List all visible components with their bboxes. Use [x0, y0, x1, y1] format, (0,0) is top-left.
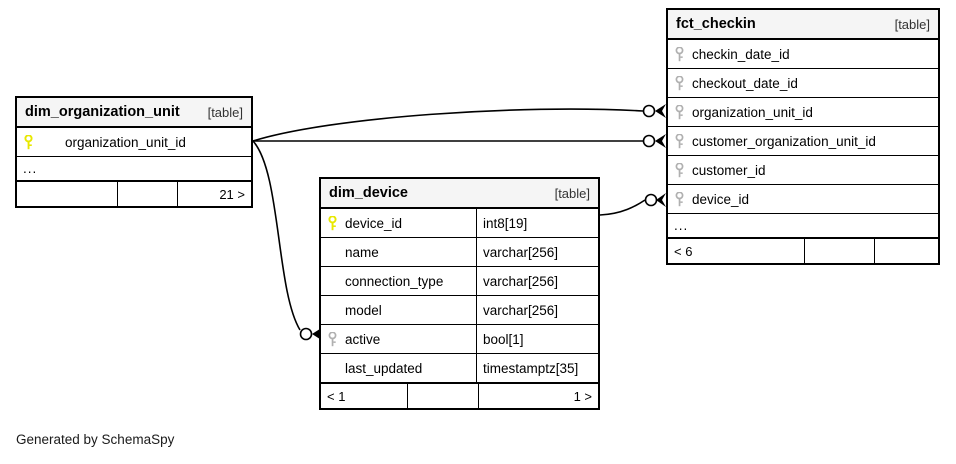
column-type: bool[1] [476, 325, 598, 353]
outgoing-relationship-count [874, 239, 938, 263]
table-row[interactable]: device_id [668, 185, 938, 214]
relationship-line-ou-to-device-active [252, 140, 301, 331]
foreign-key-icon [668, 127, 690, 155]
column-name-cell: organization_unit_id [39, 128, 251, 156]
table-row[interactable]: device_id int8[19] [321, 209, 598, 238]
key-slot-empty [321, 238, 343, 266]
column-type: varchar[256] [476, 238, 598, 266]
table-type-tag: [table] [554, 185, 590, 201]
table-footer-dim-organization-unit: 21 > [17, 181, 251, 206]
cardinality-zero-circle [299, 327, 313, 341]
table-row[interactable]: organization_unit_id [17, 128, 251, 157]
table-title: dim_device [329, 185, 408, 201]
incoming-relationship-count [17, 182, 117, 206]
table-row[interactable]: active bool[1] [321, 325, 598, 354]
table-dim-organization-unit[interactable]: dim_organization_unit [table] organizati… [15, 96, 253, 208]
column-name-cell: checkout_date_id [690, 69, 938, 97]
footer-cell-middle [407, 384, 478, 408]
column-name-cell: connection_type [343, 267, 476, 295]
incoming-relationship-count: < 6 [674, 243, 693, 259]
column-name-cell: model [343, 296, 476, 324]
column-label: organization_unit_id [692, 104, 813, 120]
column-type: int8[19] [476, 209, 598, 237]
table-row[interactable]: customer_id [668, 156, 938, 185]
relationship-line-ou-to-checkin-org-unit [252, 108, 644, 142]
column-name-cell: customer_id [690, 156, 938, 184]
table-fct-checkin[interactable]: fct_checkin [table] checkin_date_id chec… [666, 8, 940, 265]
cardinality-zero-circle [642, 104, 656, 118]
table-row[interactable]: organization_unit_id [668, 98, 938, 127]
table-footer-dim-device: < 1 1 > [321, 383, 598, 408]
foreign-key-icon [668, 185, 690, 213]
primary-key-icon [17, 128, 39, 156]
relationship-line-device-to-checkin-device [599, 199, 646, 216]
column-name-cell: device_id [343, 209, 476, 237]
column-type: varchar[256] [476, 296, 598, 324]
column-label: customer_organization_unit_id [692, 133, 876, 149]
column-name-cell: last_updated [343, 354, 476, 382]
more-columns-ellipsis: ... [17, 157, 251, 181]
column-label: checkout_date_id [692, 75, 798, 91]
table-row[interactable]: connection_type varchar[256] [321, 267, 598, 296]
table-row[interactable]: checkin_date_id [668, 40, 938, 69]
foreign-key-icon [668, 69, 690, 97]
column-label: connection_type [345, 273, 444, 289]
footer-cell-middle [117, 182, 177, 206]
table-header-dim-organization-unit: dim_organization_unit [table] [17, 98, 251, 128]
cardinality-zero-circle [642, 134, 656, 148]
table-title: fct_checkin [676, 16, 756, 32]
outgoing-relationship-count: 21 > [177, 182, 251, 206]
table-header-dim-device: dim_device [table] [321, 179, 598, 209]
column-name-cell: active [343, 325, 476, 353]
foreign-key-icon [668, 40, 690, 68]
foreign-key-icon [668, 98, 690, 126]
foreign-key-icon [668, 156, 690, 184]
column-type: varchar[256] [476, 267, 598, 295]
column-label: name [345, 244, 379, 260]
column-label: organization_unit_id [65, 134, 186, 150]
key-slot-empty [321, 267, 343, 295]
column-label: device_id [345, 215, 403, 231]
key-slot-empty [321, 296, 343, 324]
column-label: last_updated [345, 360, 423, 376]
column-name-cell: organization_unit_id [690, 98, 938, 126]
table-type-tag: [table] [207, 104, 243, 120]
table-row[interactable]: last_updated timestamptz[35] [321, 354, 598, 383]
table-dim-device[interactable]: dim_device [table] device_id int8[19] na… [319, 177, 600, 410]
table-header-fct-checkin: fct_checkin [table] [668, 10, 938, 40]
key-slot-empty [321, 354, 343, 382]
table-type-tag: [table] [894, 16, 930, 32]
column-name-cell: customer_organization_unit_id [690, 127, 938, 155]
outgoing-relationship-count: 1 > [478, 384, 598, 408]
column-label: active [345, 331, 381, 347]
crowsfoot-marker [655, 104, 666, 118]
foreign-key-icon [321, 325, 343, 353]
primary-key-icon [321, 209, 343, 237]
column-label: device_id [692, 191, 750, 207]
column-label: model [345, 302, 382, 318]
cardinality-zero-circle [644, 193, 658, 207]
table-title: dim_organization_unit [25, 104, 180, 120]
table-row[interactable]: checkout_date_id [668, 69, 938, 98]
crowsfoot-marker [655, 134, 666, 148]
more-columns-ellipsis: ... [668, 214, 938, 238]
column-label: checkin_date_id [692, 46, 790, 62]
table-row[interactable]: customer_organization_unit_id [668, 127, 938, 156]
generated-by-caption: Generated by SchemaSpy [16, 432, 175, 447]
column-name-cell: checkin_date_id [690, 40, 938, 68]
table-footer-fct-checkin: < 6 [668, 238, 938, 263]
crowsfoot-marker [656, 193, 666, 207]
column-name-cell: name [343, 238, 476, 266]
column-type: timestamptz[35] [476, 354, 598, 382]
column-label: customer_id [692, 162, 766, 178]
table-row[interactable]: name varchar[256] [321, 238, 598, 267]
footer-cell-middle [804, 239, 874, 263]
column-name-cell: device_id [690, 185, 938, 213]
incoming-relationship-count: < 1 [327, 388, 346, 404]
table-row[interactable]: model varchar[256] [321, 296, 598, 325]
